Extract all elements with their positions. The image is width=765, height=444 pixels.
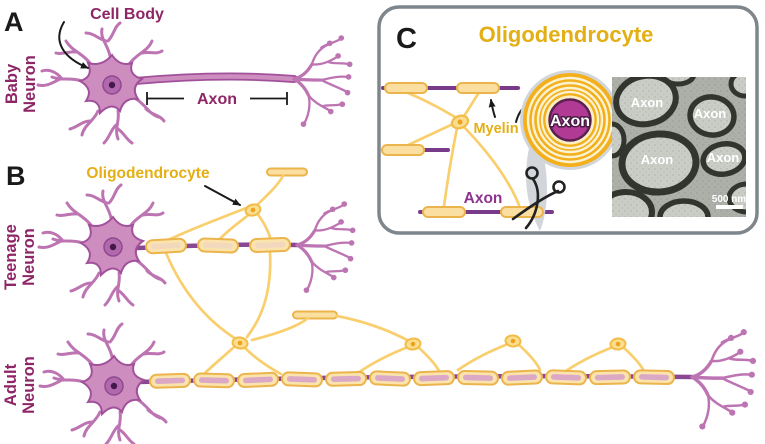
adult-neuron-label-line2: Neuron	[20, 356, 38, 414]
teenage-axon-terminal	[295, 199, 358, 295]
scale-bar-line	[716, 205, 743, 209]
scale-bar: 500 nm	[712, 194, 747, 209]
baby-neuron	[36, 21, 355, 145]
scale-bar-label: 500 nm	[712, 194, 747, 205]
adult-neuron	[38, 322, 758, 444]
oligodendrocyte-mid	[164, 251, 411, 376]
teenage-neuron	[37, 183, 358, 307]
baby-neuron-label-line1: Baby	[3, 63, 21, 104]
myelin-segment	[412, 369, 456, 387]
cell-body-arrow-icon	[58, 21, 89, 69]
scissors-icon	[511, 166, 566, 230]
teenage-neuron-label-line2: Neuron	[20, 228, 38, 286]
myelin-cross-section-magnifier: Axon	[500, 70, 620, 231]
cross-section-axon-label: Axon	[550, 113, 590, 130]
myelin-rings	[523, 73, 617, 167]
oligodendrocyte-arrow-icon	[204, 185, 241, 206]
oligo-process-bar	[266, 167, 308, 177]
myelin-segment	[248, 236, 292, 254]
oligodendrocyte-teenage	[166, 167, 308, 242]
micrograph-axons	[612, 77, 746, 217]
myelin-segment	[280, 371, 324, 388]
panel-c: C Oligodendrocyte Myelin Axon	[377, 5, 759, 235]
micrograph-axon-label-4: Axon	[707, 150, 740, 165]
oligodendrocytes-adult	[356, 333, 647, 375]
myelin-segment	[456, 369, 500, 386]
myelin-segment	[384, 82, 428, 94]
adult-myelin-sheath	[148, 369, 676, 389]
myelin-segment	[144, 237, 188, 255]
axon-label-a: Axon	[197, 91, 237, 108]
axon-cross-section	[548, 98, 592, 142]
myelin-segment	[236, 371, 280, 389]
myelin-segment	[192, 372, 236, 389]
axon-label-c: Axon	[464, 190, 503, 207]
panel-a: A Baby Neuron Cell Body Axon	[3, 6, 355, 145]
myelin-segment	[324, 370, 368, 387]
electron-micrograph: Axon Axon Axon Axon 500 nm	[612, 77, 747, 217]
myelin-segment	[632, 369, 676, 386]
baby-neuron-label-line2: Neuron	[21, 55, 39, 113]
myelin-segment	[500, 369, 544, 386]
micrograph-axon-label-3: Axon	[641, 152, 674, 167]
oligodendrocyte-schematic: Myelin Axon	[381, 82, 554, 218]
oligodendrocyte-label: Oligodendrocyte	[86, 165, 210, 182]
micrograph-axon-label-2: Axon	[694, 106, 727, 121]
myelin-segment	[544, 369, 588, 386]
myelin-segment	[422, 206, 466, 218]
oligo-soma	[503, 333, 523, 349]
oligo-process-bar	[292, 310, 338, 320]
adult-axon-terminal	[690, 327, 758, 432]
myelin-segment	[456, 82, 500, 94]
baby-axon-terminal	[292, 33, 355, 129]
oligo-soma	[608, 336, 628, 352]
myelin-arrow-up-icon	[488, 99, 496, 118]
micrograph-axon-label-1: Axon	[631, 95, 664, 110]
panel-a-letter: A	[4, 7, 24, 37]
myelin-label: Myelin	[473, 121, 518, 137]
teenage-neuron-label-line1: Teenage	[2, 224, 20, 290]
cell-body-label: Cell Body	[90, 6, 164, 23]
myelin-segment	[196, 237, 240, 254]
baby-axon	[132, 74, 297, 84]
panel-b-letter: B	[6, 161, 26, 191]
myelin-segment	[148, 372, 192, 389]
axon-span-bracket: Axon	[146, 91, 288, 108]
panel-b: B Oligodendrocyte Teenage Neuron Adult N…	[2, 161, 758, 444]
panel-c-title: Oligodendrocyte	[479, 22, 654, 47]
panel-c-letter: C	[396, 23, 417, 55]
adult-neuron-label-line1: Adult	[2, 363, 20, 406]
myelin-segment	[368, 370, 412, 387]
myelin-segment	[588, 369, 632, 386]
myelin-segment	[381, 144, 425, 156]
